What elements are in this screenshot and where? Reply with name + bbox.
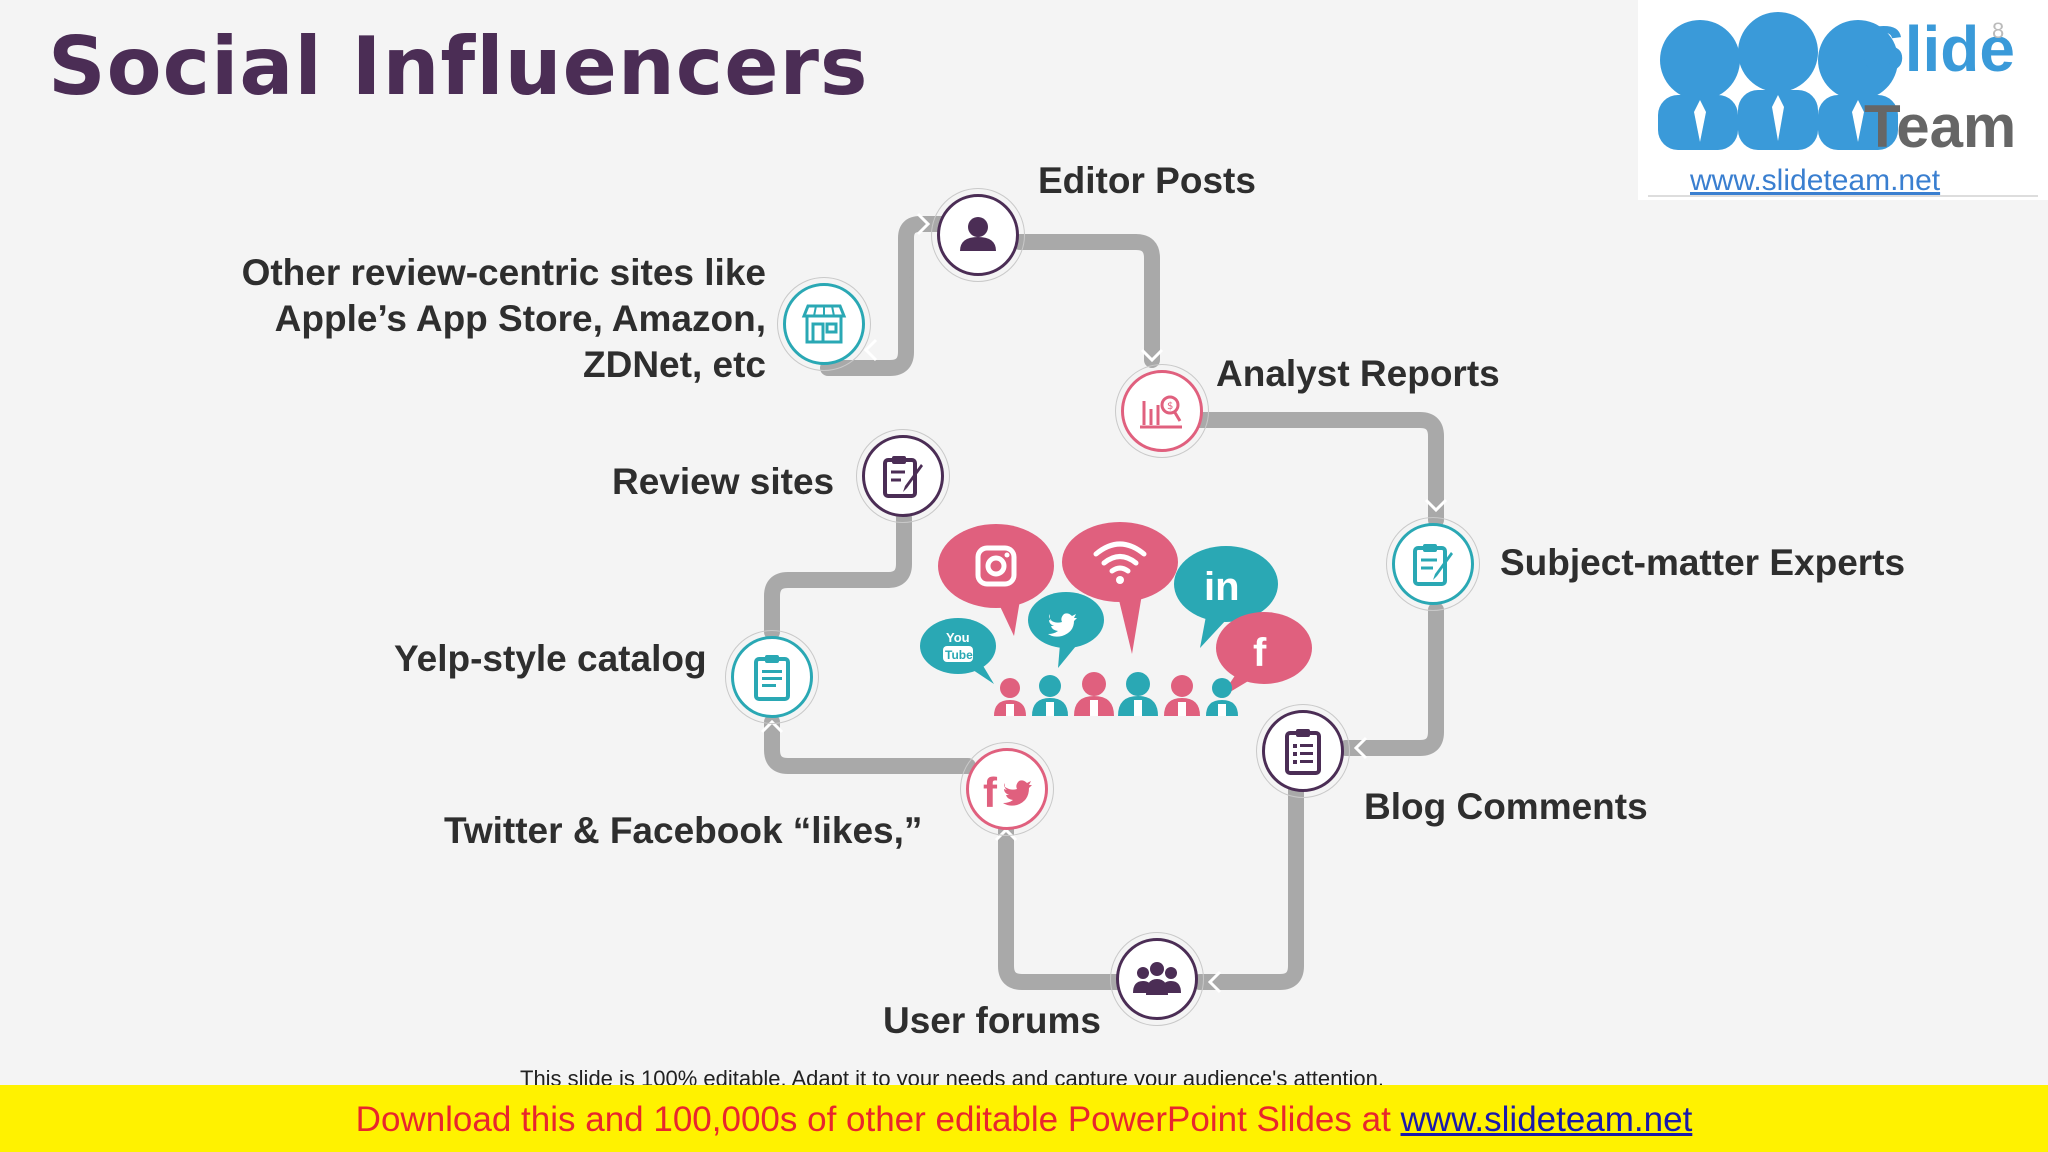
instagram-icon [975, 545, 1017, 587]
node-editor-posts [931, 188, 1025, 282]
banner-text-row: Download this and 100,000s of other edit… [0, 1100, 2048, 1140]
logo-url[interactable]: www.slideteam.net [1690, 164, 1941, 197]
youtube-icon: You Tube [943, 630, 973, 662]
label-editor-posts: Editor Posts [1038, 160, 1256, 201]
twitter-icon [1048, 613, 1077, 637]
linkedin-bubble: in [1174, 546, 1278, 648]
label-analyst-reports: Analyst Reports [1216, 353, 1500, 394]
logo-text-slide: Slide [1862, 13, 2015, 85]
label-yelp-style-catalog: Yelp-style catalog [394, 638, 707, 679]
label-blog-comments: Blog Comments [1364, 786, 1648, 827]
svg-text:You: You [946, 630, 970, 645]
label-subject-matter-experts: Subject-matter Experts [1500, 542, 1906, 583]
svg-text:Tube: Tube [945, 648, 973, 662]
user-icon [960, 217, 996, 251]
page-number: 8 [1992, 18, 2005, 43]
svg-text:$: $ [1167, 401, 1173, 412]
social-media-cluster: in You Tube f [920, 522, 1312, 716]
checklist-icon [1285, 729, 1321, 775]
banner-link[interactable]: www.slideteam.net [1400, 1100, 1693, 1139]
facebook-icon: f [1253, 631, 1267, 675]
report-chart-icon: $ [1140, 395, 1182, 429]
twitter-bubble [1028, 592, 1104, 668]
store-icon [801, 304, 847, 344]
group-icon [1133, 962, 1181, 995]
label-other-review-sites: Other review-centric sites like Apple’s … [241, 252, 766, 385]
label-review-sites: Review sites [612, 461, 835, 502]
logo-text-team: Team [1864, 93, 2017, 160]
slide-title: Social Influencers [48, 20, 869, 113]
linkedin-icon: in [1204, 565, 1240, 609]
wifi-bubble [1062, 522, 1178, 654]
node-review-sites [856, 429, 950, 523]
node-twitter-facebook-likes: f [960, 742, 1054, 836]
catalog-icon [754, 655, 790, 701]
download-banner [0, 1085, 2048, 1152]
svg-text:f: f [983, 769, 998, 816]
youtube-bubble: You Tube [920, 618, 996, 684]
clipboard-pen-icon [1413, 544, 1453, 586]
node-user-forums [1110, 932, 1204, 1026]
logo-people-icon [1648, 12, 2038, 197]
banner-text: Download this and 100,000s of other edit… [355, 1100, 1401, 1139]
node-other-review-sites [777, 277, 871, 371]
wifi-icon [1093, 541, 1147, 574]
people-row [994, 672, 1238, 716]
node-subject-matter-experts [1386, 517, 1480, 611]
instagram-bubble [938, 524, 1054, 636]
label-user-forums: User forums [883, 1000, 1101, 1041]
node-yelp-style-catalog [725, 630, 819, 724]
label-twitter-facebook-likes: Twitter & Facebook “likes,” [444, 810, 923, 851]
facebook-twitter-icon: f [983, 769, 1032, 816]
node-blog-comments [1256, 704, 1350, 798]
node-analyst-reports: $ [1115, 364, 1209, 458]
edit-note-icon [883, 456, 923, 498]
slideteam-logo: Slide Team www.slideteam.net [1638, 0, 2048, 200]
